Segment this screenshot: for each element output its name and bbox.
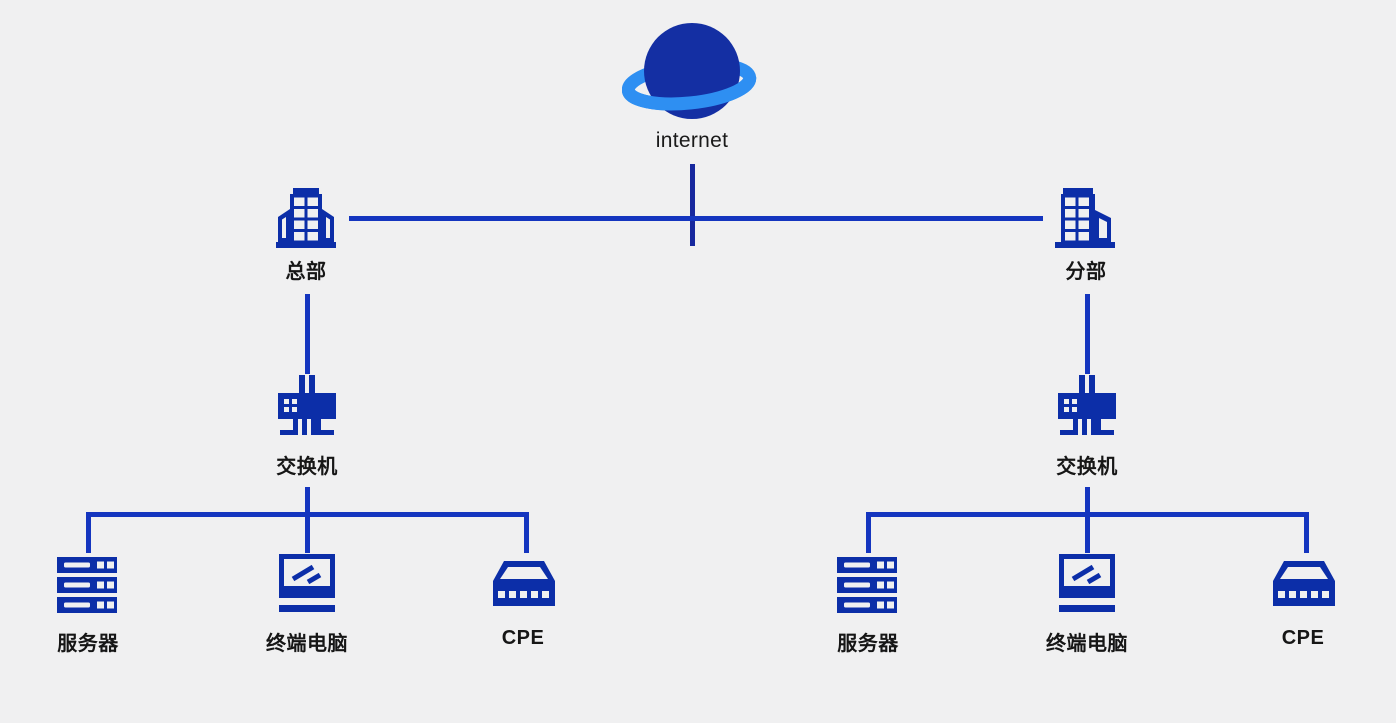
branch-server-icon [837, 557, 897, 613]
branch-cpe-icon [1273, 561, 1335, 606]
internet-connector-line [690, 164, 695, 246]
headquarters-label: 总部 [285, 261, 327, 283]
branch-cpe-drop-line [1304, 512, 1309, 553]
branch-building-switch-line [1085, 294, 1090, 374]
hq-cpe-label: CPE [501, 627, 545, 649]
branch-server-drop-line [866, 512, 871, 553]
hq-terminal-pc-label: 终端电脑 [266, 633, 348, 655]
branch-label: 分部 [1065, 261, 1107, 283]
branch-switch-label: 交换机 [1056, 456, 1118, 478]
hq-building-switch-line [305, 294, 310, 374]
branch-cpe-label: CPE [1281, 627, 1325, 649]
branch-switch-icon [1058, 375, 1116, 437]
headquarters-building-icon [276, 188, 336, 248]
branch-building-icon [1055, 188, 1115, 248]
hq-cpe-drop-line [524, 512, 529, 553]
hq-server-drop-line [86, 512, 91, 553]
hq-cpe-icon [493, 561, 555, 606]
branch-server-label: 服务器 [837, 633, 899, 655]
internet-label: internet [655, 129, 729, 152]
hq-server-label: 服务器 [57, 633, 119, 655]
hq-terminal-pc-icon [279, 554, 335, 612]
hq-switch-label: 交换机 [276, 456, 338, 478]
backbone-connector-line [349, 216, 1043, 221]
branch-terminal-pc-label: 终端电脑 [1046, 633, 1128, 655]
branch-switch-stem-line [1085, 487, 1090, 553]
branch-terminal-pc-icon [1059, 554, 1115, 612]
hq-switch-icon [278, 375, 336, 437]
hq-device-bus-line [86, 512, 529, 517]
branch-device-bus-line [866, 512, 1309, 517]
hq-switch-stem-line [305, 487, 310, 553]
hq-server-icon [57, 557, 117, 613]
internet-globe-icon [622, 14, 762, 126]
